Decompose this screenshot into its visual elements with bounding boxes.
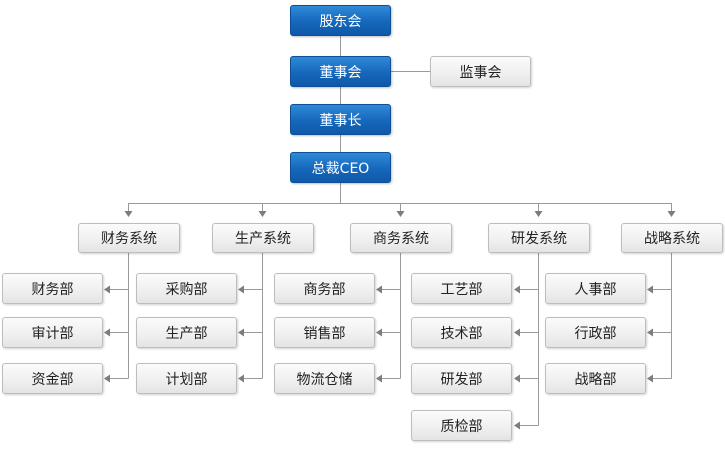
- node-ceo: 总裁CEO: [290, 152, 391, 183]
- node-department: 资金部: [2, 363, 103, 394]
- arrow-down: [396, 211, 405, 217]
- node-department: 质检部: [411, 410, 512, 441]
- node-chairman: 董事长: [290, 104, 391, 135]
- arrow-left: [514, 285, 520, 294]
- arrow-left: [376, 328, 382, 337]
- node-department: 生产部: [136, 317, 237, 348]
- node-rd-system: 研发系统: [488, 223, 590, 253]
- node-department: 审计部: [2, 317, 103, 348]
- node-department: 物流仓储: [274, 363, 375, 394]
- node-department: 财务部: [2, 273, 103, 304]
- node-department: 计划部: [136, 363, 237, 394]
- arrow-down: [667, 211, 676, 217]
- arrow-left: [238, 285, 244, 294]
- arrow-left: [647, 328, 653, 337]
- arrow-left: [647, 374, 653, 383]
- arrow-down: [124, 211, 133, 217]
- node-department: 战略部: [545, 363, 646, 394]
- arrow-left: [104, 285, 110, 294]
- arrow-left: [238, 328, 244, 337]
- node-department: 技术部: [411, 317, 512, 348]
- node-strategy-system: 战略系统: [621, 223, 723, 253]
- arrow-left: [104, 328, 110, 337]
- arrow-left: [238, 374, 244, 383]
- arrow-left: [514, 374, 520, 383]
- node-supervisory-board: 监事会: [430, 56, 531, 87]
- node-department: 行政部: [545, 317, 646, 348]
- node-department: 工艺部: [411, 273, 512, 304]
- node-shareholders: 股东会: [290, 5, 391, 36]
- node-department: 人事部: [545, 273, 646, 304]
- arrow-left: [104, 374, 110, 383]
- node-production-system: 生产系统: [212, 223, 314, 253]
- node-department: 采购部: [136, 273, 237, 304]
- arrow-left: [514, 328, 520, 337]
- node-finance-system: 财务系统: [78, 223, 180, 253]
- arrow-left: [514, 421, 520, 430]
- arrow-left: [376, 285, 382, 294]
- arrow-down: [534, 211, 543, 217]
- arrow-down: [258, 211, 267, 217]
- node-commerce-system: 商务系统: [350, 223, 452, 253]
- node-department: 研发部: [411, 363, 512, 394]
- node-board: 董事会: [290, 56, 391, 87]
- arrow-left: [376, 374, 382, 383]
- arrow-left: [647, 285, 653, 294]
- node-department: 销售部: [274, 317, 375, 348]
- node-department: 商务部: [274, 273, 375, 304]
